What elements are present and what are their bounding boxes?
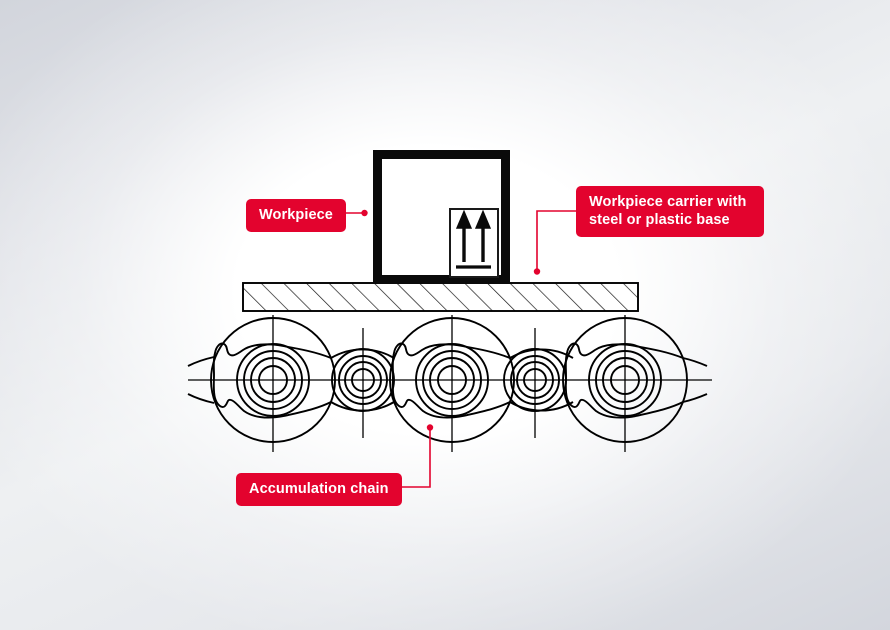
callout-accumulation-chain[interactable]: Accumulation chain [236,473,402,506]
callout-carrier-line2: steel or plastic base [589,212,730,228]
workpiece-box [373,150,510,284]
callout-workpiece-carrier[interactable]: Workpiece carrier with steel or plastic … [576,186,764,237]
connector-carrier [533,210,576,275]
callout-workpiece[interactable]: Workpiece [246,199,346,232]
chain-centerlines [188,315,712,452]
this-side-up-symbol [449,208,499,278]
chain-small-link-arcs [187,356,708,404]
callout-workpiece-label: Workpiece [259,207,333,223]
callout-chain-label: Accumulation chain [249,481,389,497]
accumulation-chain-group [187,315,712,452]
connector-chain [388,424,434,488]
callout-carrier-line1: Workpiece carrier with [589,194,747,210]
workpiece-carrier-plate [242,282,639,312]
callout-connectors [337,209,576,488]
